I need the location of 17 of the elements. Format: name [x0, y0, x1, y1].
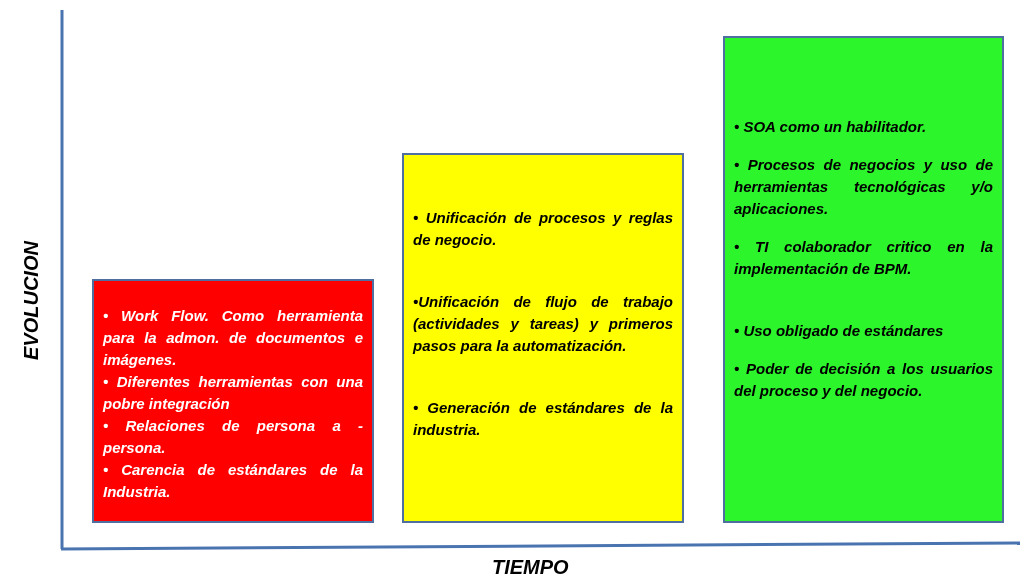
- bullet-text: • Diferentes herramientas con una pobre integración: [103, 372, 363, 414]
- bullet-text: • Unificación de procesos y reglas de negocio.: [413, 208, 673, 250]
- stage-box: [723, 36, 1004, 523]
- bullet-text: • Uso obligado de estándares: [734, 321, 945, 341]
- bullet-text: •Unificación de flujo de trabajo (actividades y tareas) y primeros pasos para la automatización.: [413, 292, 673, 356]
- bullet-text: • Poder de decisión a los usuarios del proceso y del negocio.: [734, 359, 993, 401]
- bullet-text: • SOA como un habilitador.: [734, 117, 928, 137]
- bullet-text: • Relaciones de persona a - persona.: [103, 416, 363, 458]
- bullet-text: • Generación de estándares de la industria.: [413, 398, 673, 440]
- stage-box: [402, 153, 684, 523]
- bullet-text: • TI colaborador critico en la implementación de BPM.: [734, 237, 993, 279]
- axis-title: TIEMPO: [492, 556, 569, 579]
- bullet-text: • Procesos de negocios y uso de herramientas tecnológicas y/o aplicaciones.: [734, 155, 993, 219]
- bullet-text: • Carencia de estándares de la Industria.: [103, 460, 363, 502]
- stage-box: [92, 279, 374, 523]
- bullet-text: • Work Flow. Como herramienta para la admon. de documentos e imágenes.: [103, 306, 363, 370]
- axis-title: EVOLUCION: [20, 240, 43, 360]
